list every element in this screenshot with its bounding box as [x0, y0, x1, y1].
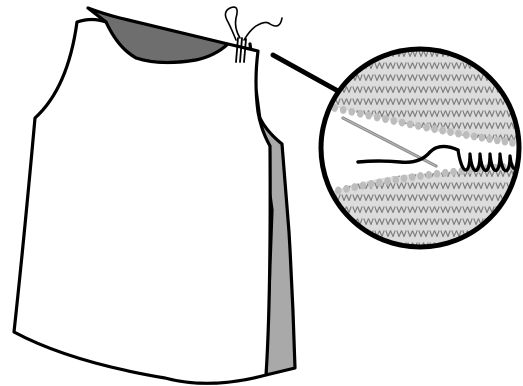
seam-edge-bump	[415, 122, 422, 130]
seam-edge-bump	[407, 120, 414, 128]
seam-edge-bump	[382, 115, 389, 123]
seam-edge-bump	[463, 131, 470, 139]
seam-edge-bump	[479, 134, 486, 142]
seam-edge-bump	[349, 108, 356, 116]
callout-pointer-line	[273, 55, 338, 91]
seam-edge-bump	[509, 139, 516, 147]
seam-edge-bump	[399, 119, 406, 127]
seam-edge-bump	[340, 106, 347, 114]
magnified-seam-detail	[319, 48, 523, 248]
garment-front-panel	[14, 20, 270, 384]
seam-edge-bump	[319, 190, 326, 198]
seam-edge-bump	[502, 138, 509, 146]
seam-edge-bump	[494, 136, 501, 144]
seam-edge-bump	[335, 186, 342, 194]
seam-edge-bump	[391, 117, 398, 125]
seam-edge-bump	[401, 174, 408, 182]
seam-edge-bump	[384, 177, 391, 185]
seam-edge-bump	[442, 169, 449, 177]
seam-edge-bump	[365, 112, 372, 120]
seam-edge-bump	[357, 110, 364, 118]
seam-edge-bump	[409, 173, 416, 181]
seam-edge-bump	[351, 183, 358, 191]
seam-edge-bump	[486, 135, 493, 143]
seam-edge-bump	[434, 170, 441, 178]
seam-edge-bump	[374, 113, 381, 121]
seam-edge-bump	[417, 172, 424, 180]
seam-edge-bump	[360, 182, 367, 190]
seam-edge-bump	[431, 125, 438, 133]
seam-edge-bump	[471, 132, 478, 140]
seam-edge-bump	[447, 128, 454, 136]
seam-edge-bump	[426, 171, 433, 179]
seam-edge-bump	[423, 124, 430, 132]
seam-edge-bump	[450, 168, 457, 176]
seam-edge-bump	[343, 185, 350, 193]
seam-edge-bump	[439, 127, 446, 135]
seam-edge-bump	[368, 180, 375, 188]
seam-edge-bump	[393, 176, 400, 184]
seam-edge-bump	[455, 130, 462, 138]
seam-edge-bump	[376, 179, 383, 187]
